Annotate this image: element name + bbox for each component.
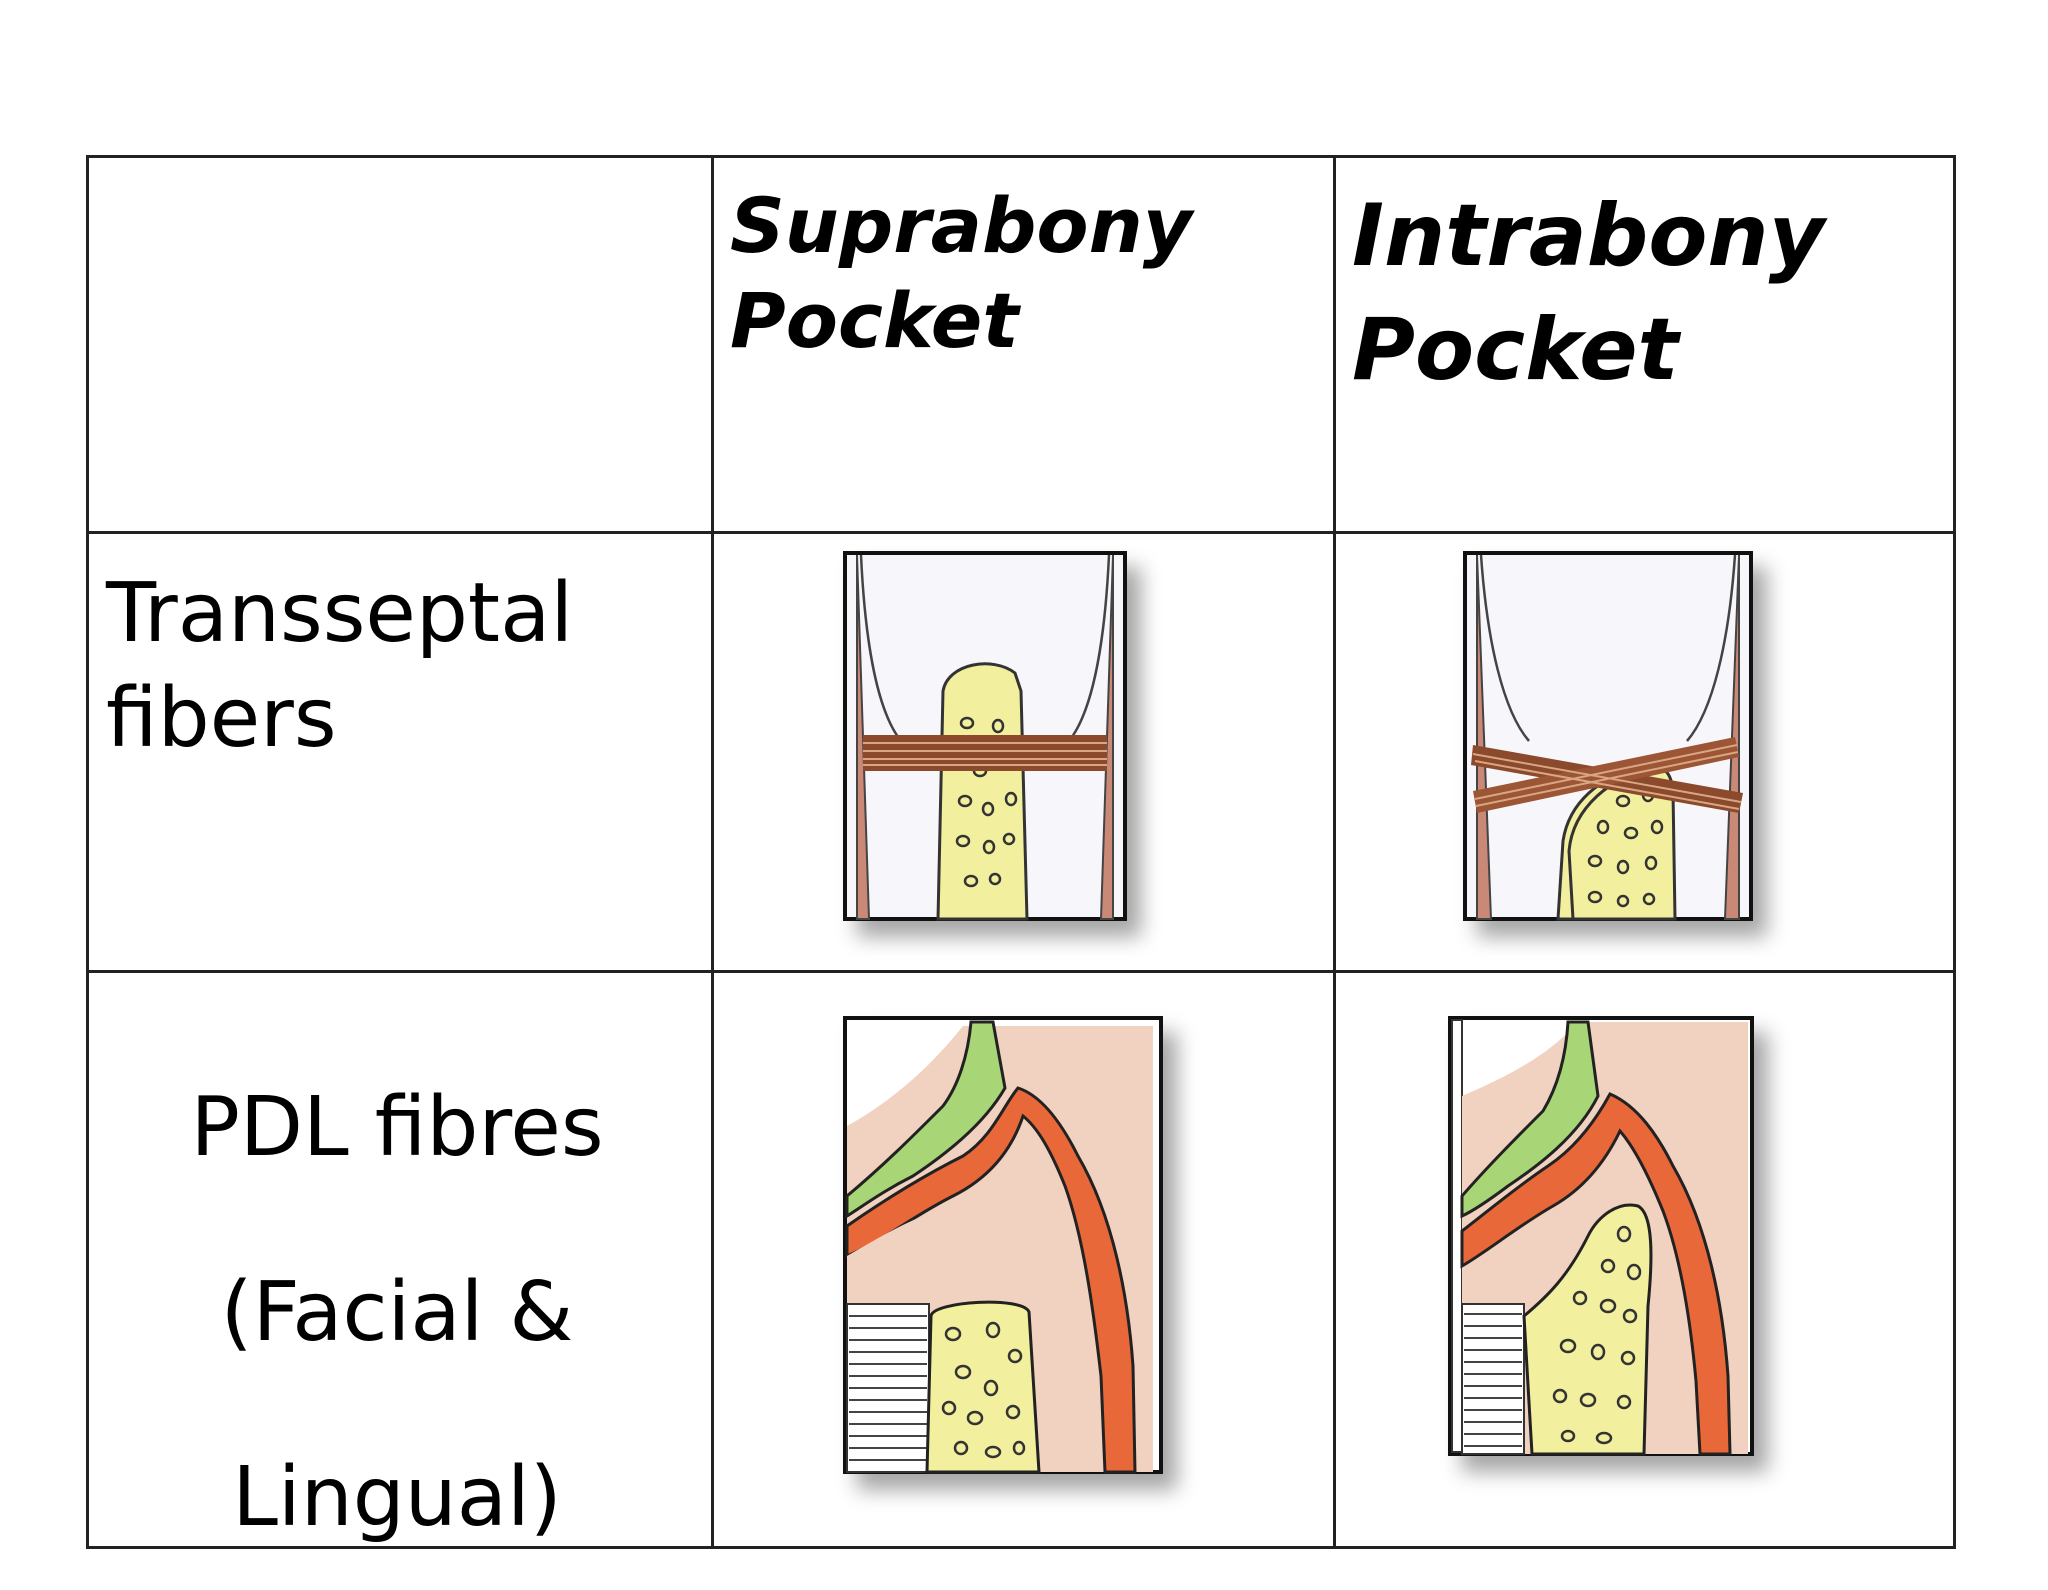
suprabony-transseptal-illustration xyxy=(843,551,1127,921)
header-intrabony: Intrabony Pocket xyxy=(1352,180,1825,407)
row-label-pdl-line2: (Facial & xyxy=(220,1265,574,1360)
suprabony-pdl-svg xyxy=(843,1016,1163,1474)
row-label-pdl-line3: Lingual) xyxy=(232,1450,562,1545)
header-suprabony: Suprabony Pocket xyxy=(730,178,1192,368)
suprabony-transseptal-svg xyxy=(843,551,1127,921)
row-divider xyxy=(89,531,1953,534)
row-label-transseptal-line1: Transseptal xyxy=(106,566,574,661)
header-suprabony-line2: Pocket xyxy=(730,276,1019,365)
header-intrabony-line2: Pocket xyxy=(1352,299,1679,400)
intrabony-pdl-svg xyxy=(1448,1016,1754,1456)
column-divider xyxy=(711,158,714,1546)
header-suprabony-line1: Suprabony xyxy=(730,181,1193,270)
row-label-pdl: PDL fibres (Facial & Lingual) xyxy=(86,1035,708,1590)
suprabony-pdl-illustration xyxy=(843,1016,1163,1474)
column-divider xyxy=(1333,158,1336,1546)
header-intrabony-line1: Intrabony xyxy=(1352,186,1825,286)
intrabony-transseptal-illustration xyxy=(1463,551,1753,921)
row-label-transseptal-line2: fibers xyxy=(106,671,337,767)
row-divider xyxy=(89,970,1953,973)
row-label-transseptal: Transseptal fibers xyxy=(106,550,573,782)
intrabony-pdl-illustration xyxy=(1448,1016,1754,1456)
row-label-pdl-line1: PDL fibres xyxy=(190,1080,604,1175)
intrabony-transseptal-svg xyxy=(1463,551,1753,921)
